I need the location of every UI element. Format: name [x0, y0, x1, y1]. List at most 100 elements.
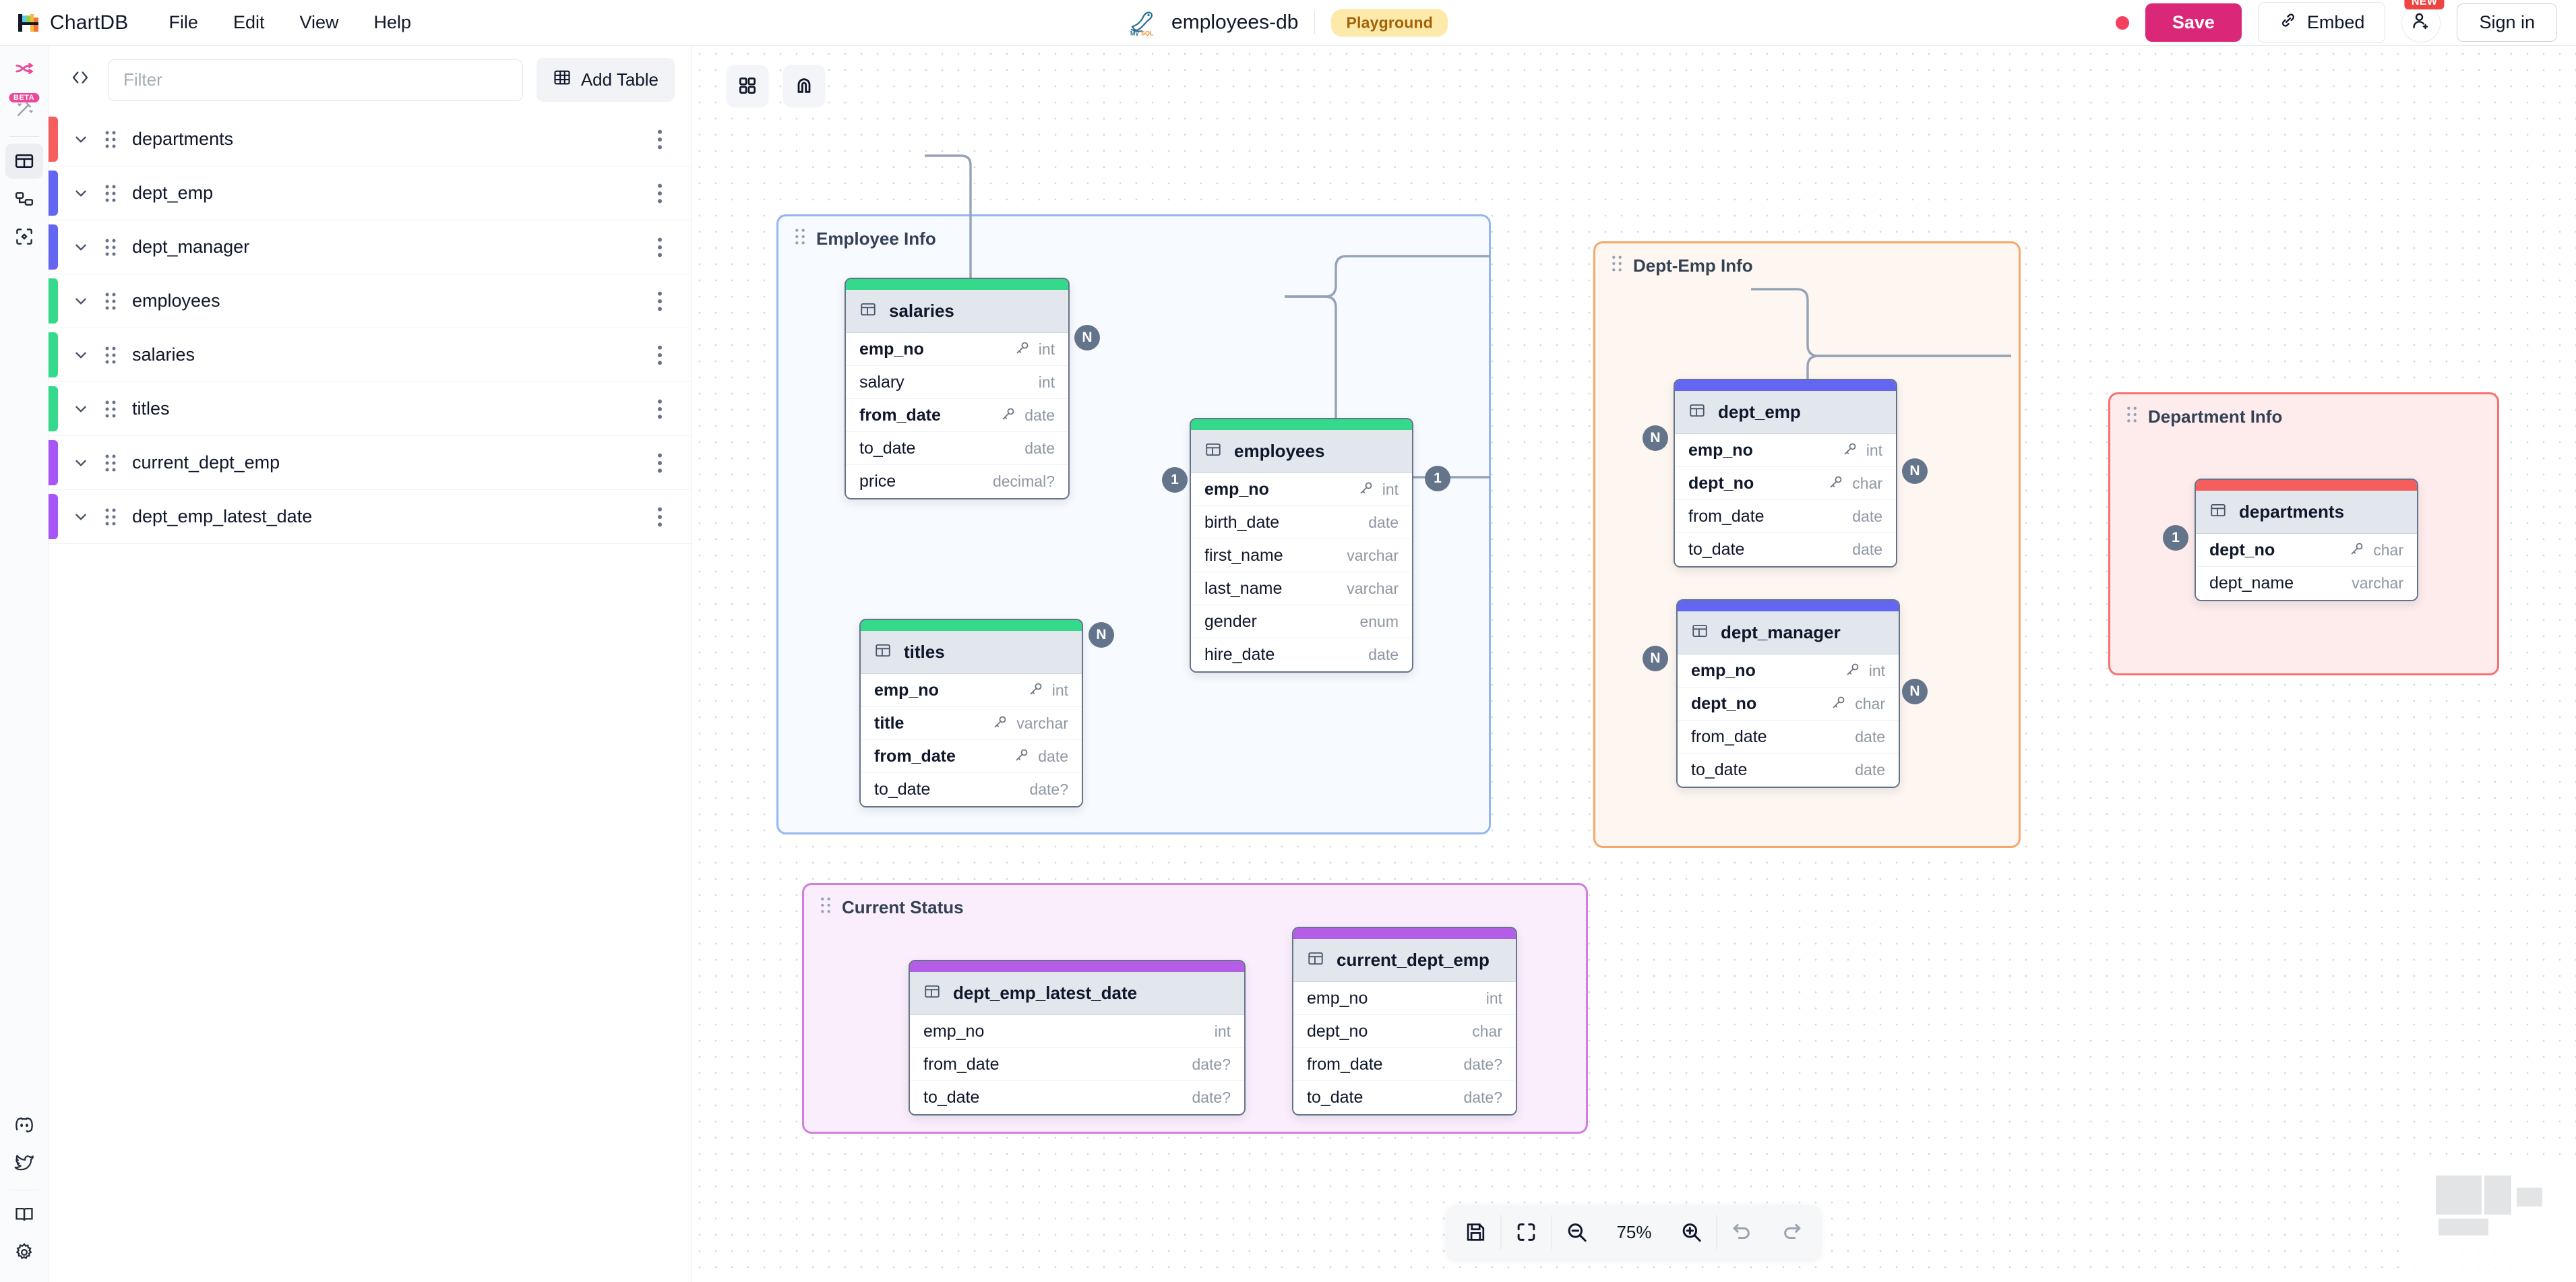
- diagram-name[interactable]: employees-db: [1171, 11, 1298, 34]
- table-header[interactable]: dept_emp_latest_date: [910, 972, 1244, 1015]
- table-header[interactable]: current_dept_emp: [1293, 939, 1516, 982]
- zoom-level[interactable]: 75%: [1601, 1222, 1666, 1243]
- table-column-row[interactable]: pricedecimal?: [846, 465, 1068, 498]
- chevron-down-icon[interactable]: [66, 346, 96, 364]
- search-input[interactable]: [108, 59, 523, 101]
- chevron-down-icon[interactable]: [66, 454, 96, 472]
- sidebar-nav-relationships[interactable]: [5, 181, 43, 216]
- table-header[interactable]: employees: [1191, 430, 1412, 473]
- table-header[interactable]: dept_emp: [1675, 391, 1896, 434]
- chevron-down-icon[interactable]: [66, 508, 96, 526]
- table-column-row[interactable]: from_datedate: [1675, 500, 1896, 533]
- zoom-out-icon[interactable]: [1552, 1205, 1601, 1259]
- table-column-row[interactable]: emp_noint: [1678, 654, 1899, 688]
- table-column-row[interactable]: salaryint: [846, 366, 1068, 399]
- more-options-icon[interactable]: [656, 452, 664, 475]
- drag-handle-icon[interactable]: [96, 345, 125, 365]
- table-column-row[interactable]: emp_noint: [1191, 473, 1412, 506]
- table-column-row[interactable]: to_datedate: [846, 432, 1068, 465]
- more-options-icon[interactable]: [656, 398, 664, 421]
- menu-edit[interactable]: Edit: [216, 7, 282, 38]
- chevron-down-icon[interactable]: [66, 293, 96, 310]
- table-header[interactable]: departments: [2196, 491, 2417, 534]
- docs-book-icon[interactable]: [5, 1197, 43, 1232]
- sidebar-table-item[interactable]: salaries: [49, 328, 691, 382]
- table-column-row[interactable]: emp_noint: [861, 674, 1082, 707]
- drag-handle-icon[interactable]: [96, 237, 125, 257]
- zoom-in-icon[interactable]: [1667, 1205, 1717, 1259]
- table-column-row[interactable]: dept_nochar: [1678, 688, 1899, 721]
- table-column-row[interactable]: birth_datedate: [1191, 506, 1412, 539]
- table-column-row[interactable]: to_datedate?: [910, 1081, 1244, 1114]
- diagram-table[interactable]: salariesemp_nointsalaryintfrom_datedatet…: [845, 278, 1070, 499]
- table-column-row[interactable]: to_datedate: [1678, 754, 1899, 787]
- sidebar-table-item[interactable]: dept_emp: [49, 166, 691, 220]
- table-column-row[interactable]: from_datedate?: [1293, 1048, 1516, 1081]
- table-column-row[interactable]: emp_noint: [846, 333, 1068, 366]
- drag-handle-icon[interactable]: [96, 399, 125, 419]
- settings-gear-icon[interactable]: [5, 1235, 43, 1270]
- sidebar-nav-tables[interactable]: [5, 144, 43, 179]
- drag-handle-icon[interactable]: [96, 453, 125, 473]
- diagram-table[interactable]: dept_manageremp_nointdept_nocharfrom_dat…: [1676, 599, 1900, 788]
- chevron-down-icon[interactable]: [66, 131, 96, 148]
- table-column-row[interactable]: dept_nochar: [2196, 534, 2417, 567]
- more-options-icon[interactable]: [656, 344, 664, 367]
- area-drag-handle-icon[interactable]: [2125, 405, 2139, 429]
- menu-view[interactable]: View: [282, 7, 356, 38]
- more-options-icon[interactable]: [656, 182, 664, 205]
- diagram-table[interactable]: titlesemp_nointtitlevarcharfrom_datedate…: [859, 619, 1083, 807]
- redo-icon[interactable]: [1767, 1205, 1817, 1259]
- add-user-button[interactable]: NEW: [2401, 3, 2441, 42]
- save-button[interactable]: Save: [2145, 3, 2242, 42]
- table-column-row[interactable]: dept_nochar: [1293, 1015, 1516, 1048]
- embed-button[interactable]: Embed: [2258, 2, 2386, 43]
- area-drag-handle-icon[interactable]: [819, 896, 832, 919]
- save-diagram-icon[interactable]: [1450, 1205, 1500, 1259]
- diagram-canvas[interactable]: Employee InfoDept-Emp InfoDepartment Inf…: [692, 46, 2576, 1282]
- sign-in-button[interactable]: Sign in: [2457, 3, 2557, 42]
- chevron-down-icon[interactable]: [66, 400, 96, 418]
- table-column-row[interactable]: last_namevarchar: [1191, 572, 1412, 605]
- sidebar-table-item[interactable]: current_dept_emp: [49, 436, 691, 490]
- area-drag-handle-icon[interactable]: [793, 227, 807, 251]
- table-column-row[interactable]: titlevarchar: [861, 707, 1082, 740]
- table-header[interactable]: titles: [861, 631, 1082, 674]
- table-column-row[interactable]: hire_datedate: [1191, 638, 1412, 671]
- table-column-row[interactable]: emp_noint: [1675, 434, 1896, 467]
- table-column-row[interactable]: emp_noint: [910, 1015, 1244, 1048]
- table-column-row[interactable]: from_datedate: [1678, 721, 1899, 754]
- magic-wand-icon[interactable]: BETA: [5, 92, 43, 127]
- fit-screen-icon[interactable]: [1501, 1205, 1551, 1259]
- diagram-table[interactable]: current_dept_empemp_nointdept_nocharfrom…: [1292, 927, 1517, 1116]
- drag-handle-icon[interactable]: [96, 129, 125, 150]
- table-column-row[interactable]: genderenum: [1191, 605, 1412, 638]
- add-table-button[interactable]: Add Table: [536, 58, 675, 102]
- ai-sparkle-icon[interactable]: [5, 54, 43, 89]
- menu-help[interactable]: Help: [357, 7, 429, 38]
- area-drag-handle-icon[interactable]: [1610, 254, 1624, 278]
- twitter-icon[interactable]: [5, 1145, 43, 1180]
- table-column-row[interactable]: dept_nochar: [1675, 467, 1896, 500]
- sidebar-table-item[interactable]: dept_emp_latest_date: [49, 490, 691, 544]
- table-header[interactable]: salaries: [846, 290, 1068, 333]
- table-column-row[interactable]: first_namevarchar: [1191, 539, 1412, 572]
- sidebar-table-item[interactable]: departments: [49, 113, 691, 166]
- drag-handle-icon[interactable]: [96, 507, 125, 527]
- chevron-down-icon[interactable]: [66, 185, 96, 202]
- table-column-row[interactable]: to_datedate: [1675, 533, 1896, 566]
- discord-icon[interactable]: [5, 1107, 43, 1142]
- table-column-row[interactable]: to_datedate?: [1293, 1081, 1516, 1114]
- table-column-row[interactable]: from_datedate: [861, 740, 1082, 773]
- diagram-table[interactable]: dept_emp_latest_dateemp_nointfrom_dateda…: [909, 960, 1246, 1116]
- table-column-row[interactable]: dept_namevarchar: [2196, 567, 2417, 600]
- diagram-table[interactable]: dept_empemp_nointdept_nocharfrom_datedat…: [1674, 379, 1897, 568]
- menu-file[interactable]: File: [151, 7, 216, 38]
- layout-grid-icon[interactable]: [727, 65, 768, 106]
- sidebar-table-item[interactable]: employees: [49, 274, 691, 328]
- diagram-table[interactable]: employeesemp_nointbirth_datedatefirst_na…: [1190, 418, 1413, 673]
- sidebar-table-item[interactable]: titles: [49, 382, 691, 436]
- table-column-row[interactable]: to_datedate?: [861, 773, 1082, 806]
- sidebar-table-item[interactable]: dept_manager: [49, 220, 691, 274]
- drag-handle-icon[interactable]: [96, 291, 125, 311]
